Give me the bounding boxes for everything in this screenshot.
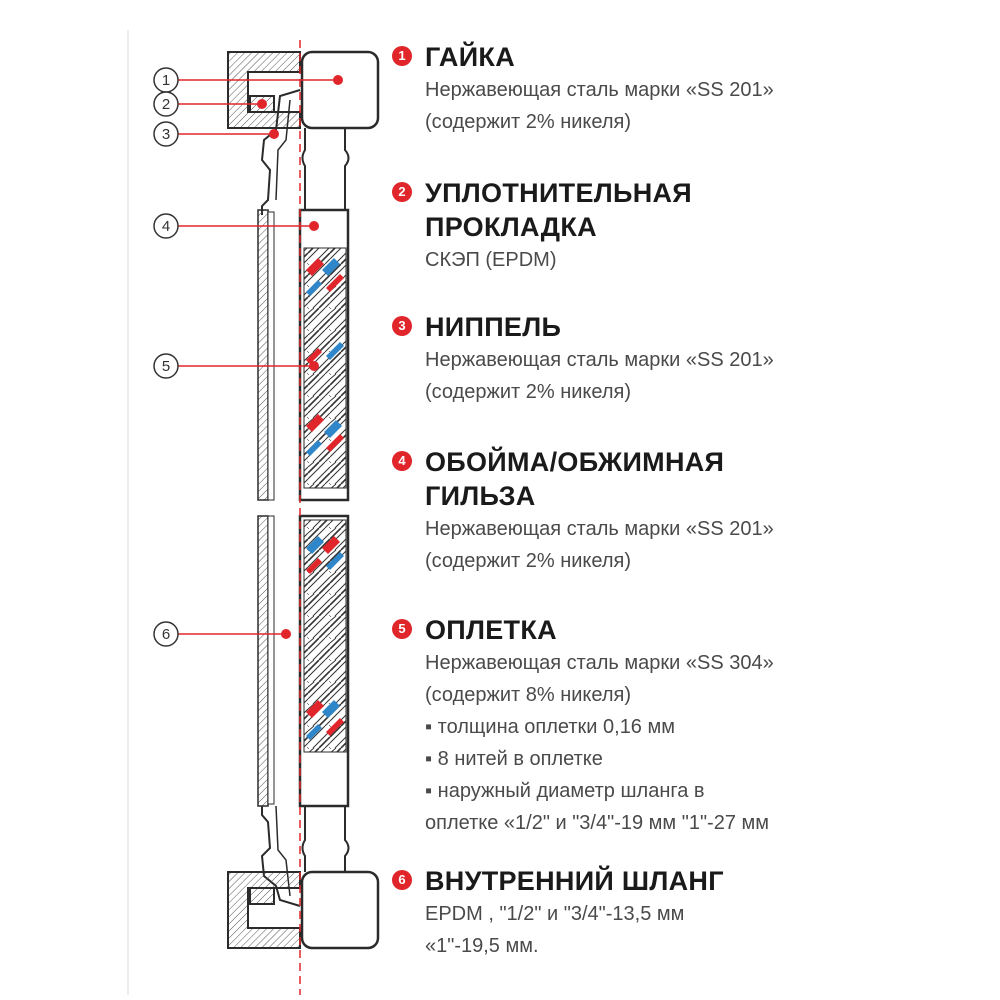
legend-desc-line: СКЭП (EPDM) bbox=[425, 249, 557, 271]
legend-title: ГАЙКА bbox=[425, 42, 515, 72]
callout-2: 2 bbox=[153, 91, 179, 117]
legend-item-nipple: 3 НИППЕЛЬ Нержавеющая сталь марки «SS 20… bbox=[392, 310, 992, 408]
legend-badge: 4 bbox=[392, 451, 412, 471]
callout-5: 5 bbox=[153, 353, 179, 379]
legend-desc-line: ▪ наружный диаметр шланга в bbox=[425, 780, 705, 802]
legend-item-inner-hose: 6 ВНУТРЕННИЙ ШЛАНГ EPDM , "1/2" и "3/4"-… bbox=[392, 864, 992, 962]
legend-badge: 6 bbox=[392, 870, 412, 890]
svg-text:3: 3 bbox=[162, 126, 170, 143]
legend-badge: 3 bbox=[392, 316, 412, 336]
legend-desc-line: «1"-19,5 мм. bbox=[425, 935, 539, 957]
legend-item-nut: 1 ГАЙКА Нержавеющая сталь марки «SS 201»… bbox=[392, 40, 992, 138]
legend-title: ОБОЙМА/ОБЖИМНАЯ bbox=[425, 447, 725, 477]
legend-desc-line: ▪ толщина оплетки 0,16 мм bbox=[425, 716, 675, 738]
callout-1: 1 bbox=[153, 67, 179, 93]
legend-badge: 1 bbox=[392, 46, 412, 66]
callout-3: 3 bbox=[153, 121, 179, 147]
legend-desc-line: (содержит 2% никеля) bbox=[425, 550, 632, 572]
legend-desc-line: (содержит 2% никеля) bbox=[425, 381, 632, 403]
callout-6: 6 bbox=[153, 621, 179, 647]
callout-leaders bbox=[178, 79, 338, 635]
svg-text:1: 1 bbox=[162, 72, 170, 89]
legend-title: НИППЕЛЬ bbox=[425, 312, 562, 342]
legend-item-braid: 5 ОПЛЕТКА Нержавеющая сталь марки «SS 30… bbox=[392, 613, 992, 839]
legend-title-line2: ПРОКЛАДКА bbox=[425, 212, 597, 242]
callout-4: 4 bbox=[153, 213, 179, 239]
legend-badge: 5 bbox=[392, 619, 412, 639]
svg-text:5: 5 bbox=[162, 358, 170, 375]
legend-desc-line: оплетке «1/2" и "3/4"-19 мм "1"-27 мм bbox=[425, 812, 770, 834]
svg-text:4: 4 bbox=[162, 218, 170, 235]
legend-desc-line: ▪ 8 нитей в оплетке bbox=[425, 748, 603, 770]
lower-hose-segment bbox=[257, 514, 350, 808]
legend-desc-line: (содержит 8% никеля) bbox=[425, 684, 632, 706]
legend-desc-line: EPDM , "1/2" и "3/4"-13,5 мм bbox=[425, 903, 685, 925]
legend-title: УПЛОТНИТЕЛЬНАЯ bbox=[425, 178, 693, 208]
svg-text:6: 6 bbox=[162, 626, 170, 643]
legend-item-gasket: 2 УПЛОТНИТЕЛЬНАЯ ПРОКЛАДКА СКЭП (EPDM) bbox=[392, 176, 992, 276]
callout-markers: 1 2 3 4 5 6 bbox=[153, 67, 179, 647]
legend-desc-line: (содержит 2% никеля) bbox=[425, 111, 632, 133]
bottom-fitting bbox=[227, 805, 380, 950]
legend-desc-line: Нержавеющая сталь марки «SS 201» bbox=[425, 518, 774, 540]
legend-title: ОПЛЕТКА bbox=[425, 615, 557, 645]
legend-title: ВНУТРЕННИЙ ШЛАНГ bbox=[425, 866, 724, 896]
legend-desc-line: Нержавеющая сталь марки «SS 201» bbox=[425, 79, 774, 101]
svg-text:2: 2 bbox=[162, 96, 170, 113]
legend-desc-line: Нержавеющая сталь марки «SS 201» bbox=[425, 349, 774, 371]
legend-item-sleeve: 4 ОБОЙМА/ОБЖИМНАЯ ГИЛЬЗА Нержавеющая ста… bbox=[392, 445, 992, 577]
legend-desc-line: Нержавеющая сталь марки «SS 304» bbox=[425, 652, 774, 674]
upper-hose-segment bbox=[257, 208, 350, 502]
legend-title-line2: ГИЛЬЗА bbox=[425, 481, 536, 511]
legend-badge: 2 bbox=[392, 182, 412, 202]
